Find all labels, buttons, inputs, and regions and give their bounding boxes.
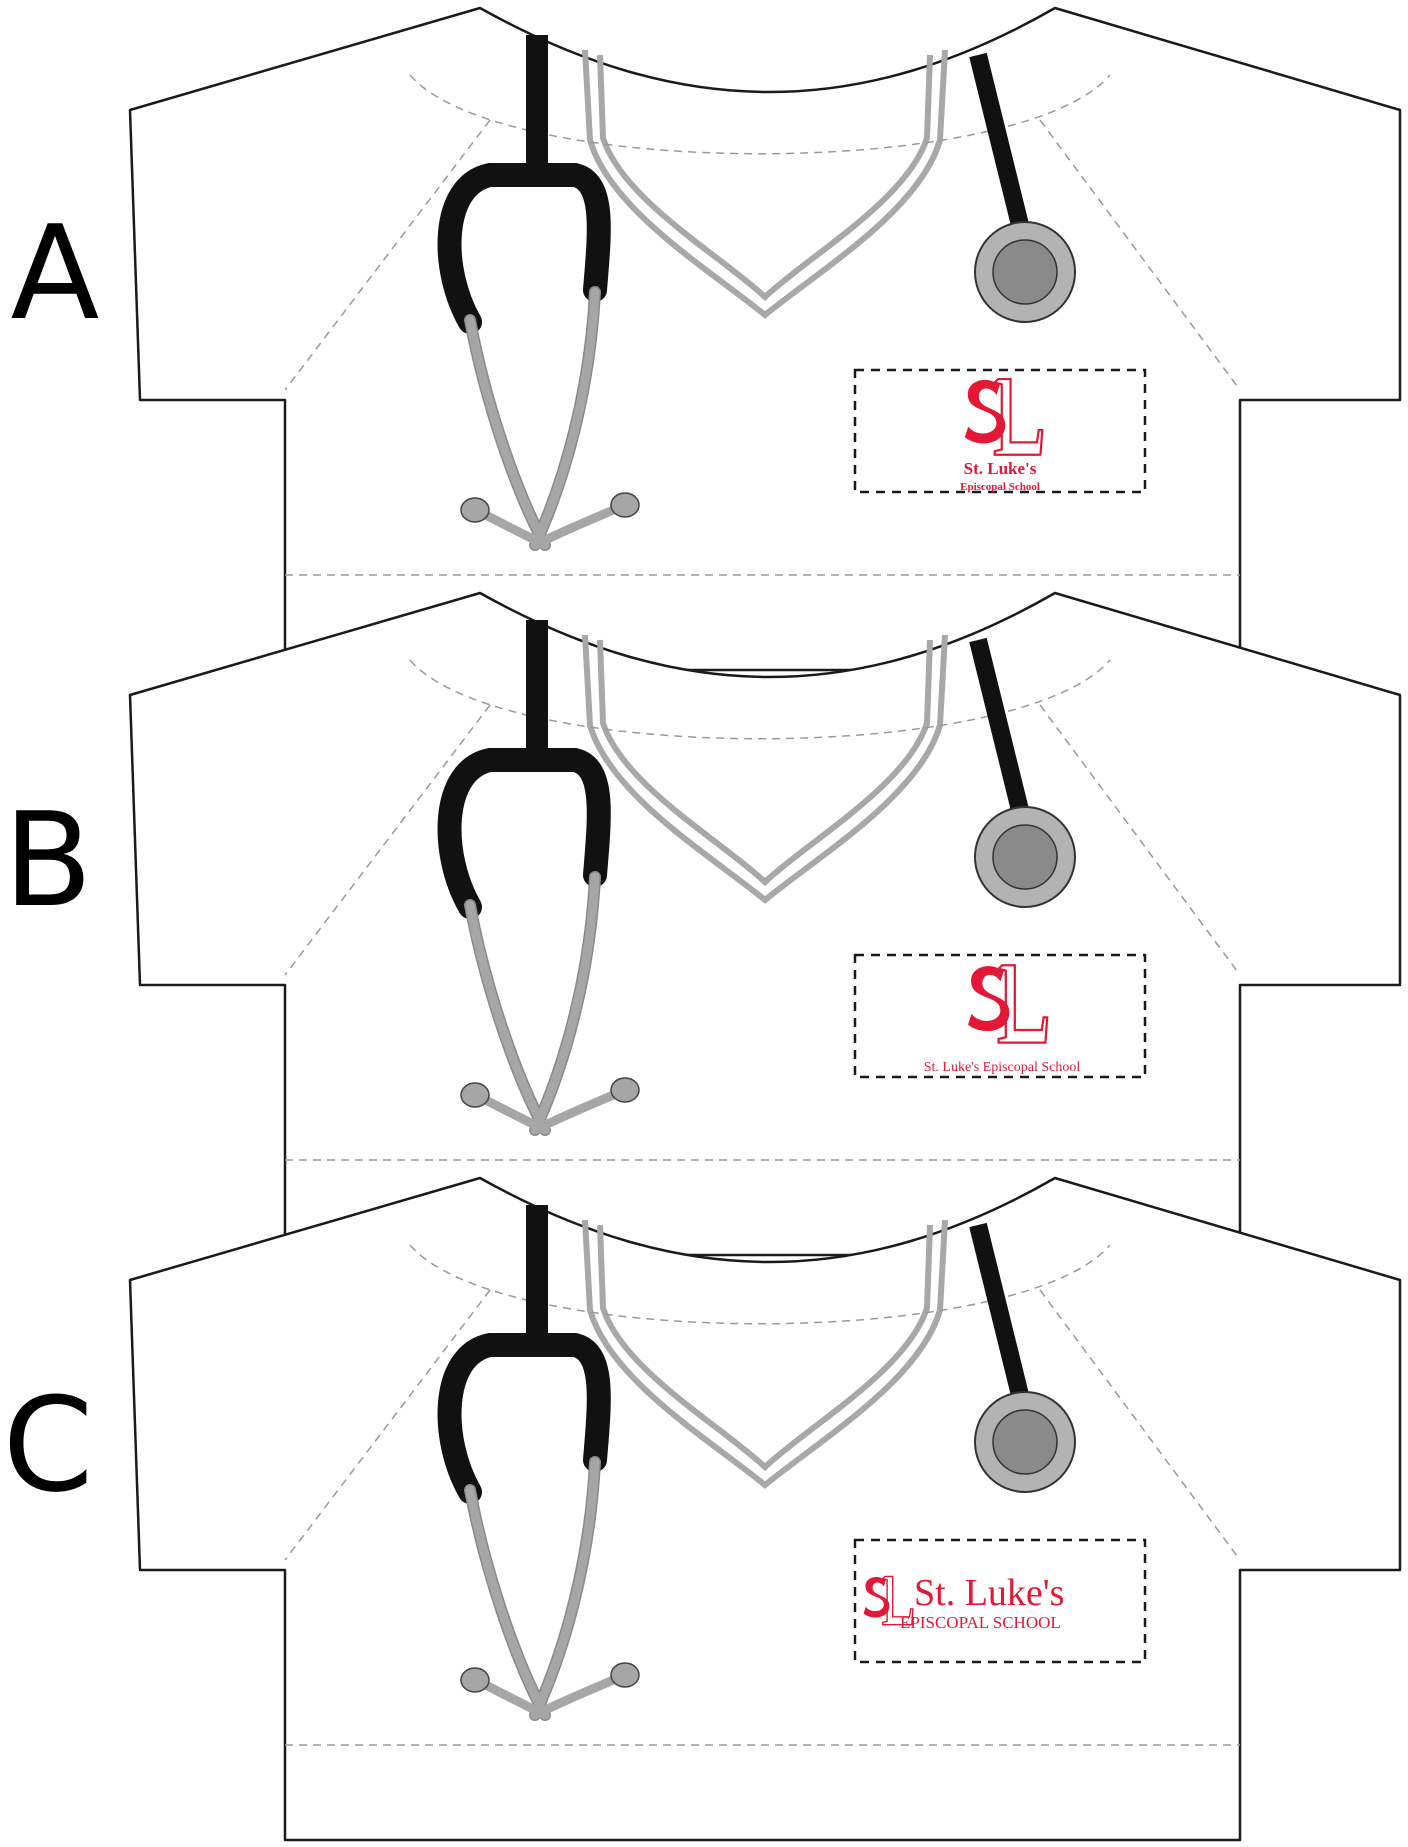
logo-line-2: Episcopal School [960,481,1040,493]
option-c: C St. Luke's EPISCOPAL SCHOOL [3,1178,1400,1840]
logo-line-1: St. Luke's Episcopal School [924,1060,1081,1075]
option-b: B St. Luke's Episcopal School [3,593,1400,1255]
logo-placement-box: St. Luke's Episcopal School [853,953,1147,1079]
logo-line-2: EPISCOPAL SCHOOL [900,1613,1061,1632]
option-a: A St. Luke's Episcopal School [11,8,1400,670]
logo-line-1: St. Luke's [914,1572,1064,1614]
option-label: B [3,784,92,936]
option-label: A [11,197,100,349]
logo-placement-box: St. Luke's EPISCOPAL SCHOOL [853,1538,1147,1664]
logo-placement-box: St. Luke's Episcopal School [853,368,1147,494]
scrub-top-icon [130,593,1400,1255]
scrub-top-icon [130,1178,1400,1840]
option-label: C [3,1369,94,1521]
scrub-top-icon [130,8,1400,670]
logo-line-1: St. Luke's [964,459,1037,478]
